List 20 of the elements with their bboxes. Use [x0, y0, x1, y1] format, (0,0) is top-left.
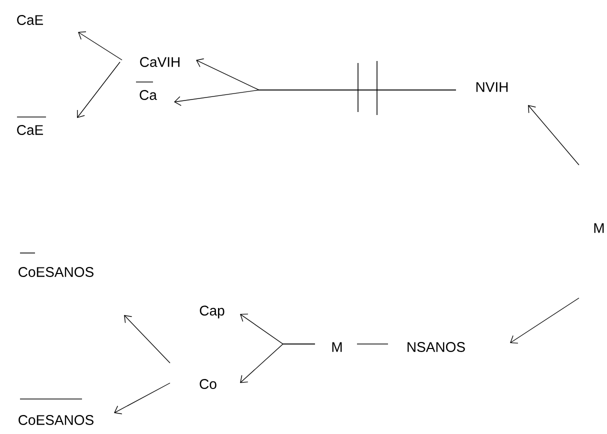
- node-label: CaE: [17, 15, 44, 25]
- arrow: [240, 344, 316, 383]
- arrow: [124, 315, 170, 364]
- node-label: NVIH: [476, 82, 508, 92]
- arrow: [174, 90, 456, 106]
- arrow: [510, 298, 580, 344]
- node-label: NSANOS: [408, 342, 465, 352]
- arrow: [528, 105, 580, 166]
- node-label: CaE: [16, 116, 46, 135]
- node-label: CaVIH: [140, 57, 180, 67]
- node-label: Co: [200, 379, 216, 389]
- node-label: M: [332, 342, 342, 352]
- node-label: CoESANOS: [18, 252, 94, 277]
- node-label: M: [594, 223, 604, 233]
- arrow: [114, 382, 170, 414]
- node-label: Cap: [200, 306, 224, 318]
- arrow: [78, 31, 122, 60]
- node-label: CoESANOS: [18, 398, 94, 425]
- arrow: [77, 62, 120, 118]
- node-label: Ca: [136, 82, 157, 100]
